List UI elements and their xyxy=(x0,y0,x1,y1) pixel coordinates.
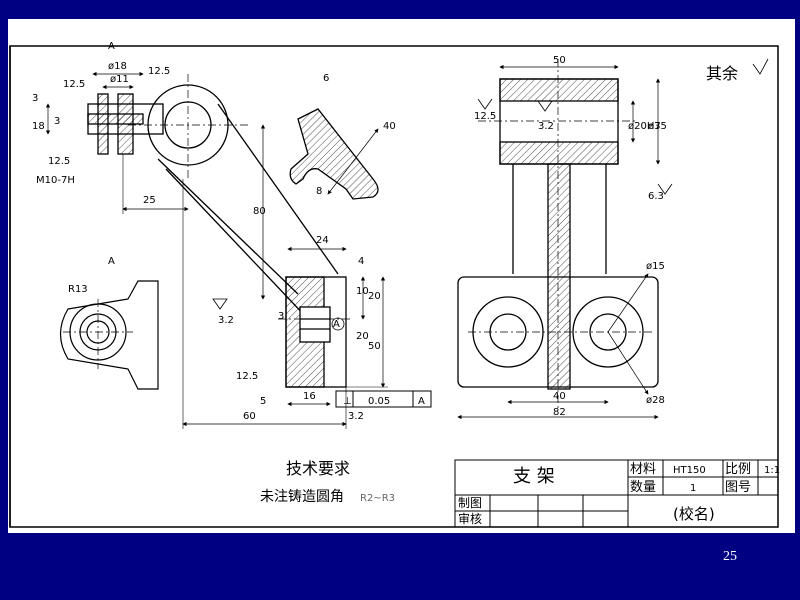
front-view xyxy=(45,71,388,429)
datum-a-label: A xyxy=(333,319,340,330)
quantity-label: 数量 xyxy=(630,480,656,495)
scale-label: 比例 xyxy=(725,462,751,477)
dim-r13: R13 xyxy=(68,284,88,295)
thread-label: M10-7H xyxy=(36,175,75,186)
dim-6: 6 xyxy=(323,73,329,84)
tech-req-range: R2~R3 xyxy=(360,493,395,504)
dim-50b: 50 xyxy=(553,55,566,66)
dim-80: 80 xyxy=(253,206,266,217)
dim-20a: 20 xyxy=(368,291,381,302)
dim-phi28: ø28 xyxy=(646,395,665,406)
dim-4: 4 xyxy=(358,256,364,267)
dim-20b: 20 xyxy=(356,331,369,342)
dim-25: 25 xyxy=(143,195,156,206)
dim-3a: 3 xyxy=(32,93,38,104)
school-name: (校名) xyxy=(673,505,715,523)
tolerance-datum: A xyxy=(418,396,425,407)
quantity-value: 1 xyxy=(690,483,696,494)
dim-phi15: ø15 xyxy=(646,261,665,272)
dim-16: 16 xyxy=(303,391,316,402)
material-value: HT150 xyxy=(673,465,706,476)
side-view xyxy=(457,59,661,420)
dim-40b: 40 xyxy=(553,391,566,402)
dim-ra12-5c: 12.5 xyxy=(48,156,70,167)
surface-other-label: 其余 xyxy=(706,64,738,83)
tech-req-text: 未注铸造圆角 xyxy=(260,489,344,505)
tolerance-value: 0.05 xyxy=(368,396,390,407)
tolerance-frame xyxy=(335,390,432,408)
dim-phi35: ø35 xyxy=(648,121,667,132)
dim-ra12-5e: 12.5 xyxy=(474,111,496,122)
view-a-top-label: A xyxy=(108,41,115,52)
title-block xyxy=(454,459,779,528)
dim-3c: 3 xyxy=(278,311,284,322)
tech-req-title: 技术要求 xyxy=(286,459,350,478)
checked-label: 审核 xyxy=(458,511,482,526)
drawing-sheet: ø18 ø11 A 12.5 12.5 3 18 3 12.5 M10-7H 2… xyxy=(8,19,795,533)
roughness-3-2c: 3.2 xyxy=(538,121,554,132)
dim-60: 60 xyxy=(243,411,256,422)
view-a-label: A xyxy=(108,256,115,267)
dim-18: 18 xyxy=(32,121,45,132)
scale-value: 1:1 xyxy=(764,465,780,476)
dim-phi18: ø18 xyxy=(108,61,127,72)
dim-8: 8 xyxy=(316,186,322,197)
page-number: 25 xyxy=(723,549,737,564)
dim-82: 82 xyxy=(553,407,566,418)
dim-phi11: ø11 xyxy=(110,74,129,85)
dim-50a: 50 xyxy=(368,341,381,352)
dim-ra12-5d: 12.5 xyxy=(236,371,258,382)
dim-40a: 40 xyxy=(383,121,396,132)
roughness-3-2b: 3.2 xyxy=(348,411,364,422)
roughness-symbols xyxy=(212,58,769,310)
view-a xyxy=(59,280,159,390)
dim-ra12-5a: 12.5 xyxy=(63,79,85,90)
roughness-6-3: 6.3 xyxy=(648,191,664,202)
drawn-label: 制图 xyxy=(458,496,482,510)
drawing-no-label: 图号 xyxy=(725,480,751,495)
material-label: 材料 xyxy=(630,462,656,477)
roughness-3-2a: 3.2 xyxy=(218,315,234,326)
dim-10: 10 xyxy=(356,286,369,297)
dim-phi20h7: ø20H7 xyxy=(628,121,661,132)
dim-3b: 3 xyxy=(54,116,60,127)
dim-24: 24 xyxy=(316,235,329,246)
dim-5: 5 xyxy=(260,396,266,407)
tolerance-symbol: ⊥ xyxy=(343,396,352,407)
drawing-title: 支 架 xyxy=(513,466,555,487)
engineering-drawing: ø18 ø11 A 12.5 12.5 3 18 3 12.5 M10-7H 2… xyxy=(9,41,780,528)
datum-a-circle xyxy=(331,317,345,331)
dim-ra12-5b: 12.5 xyxy=(148,66,170,77)
